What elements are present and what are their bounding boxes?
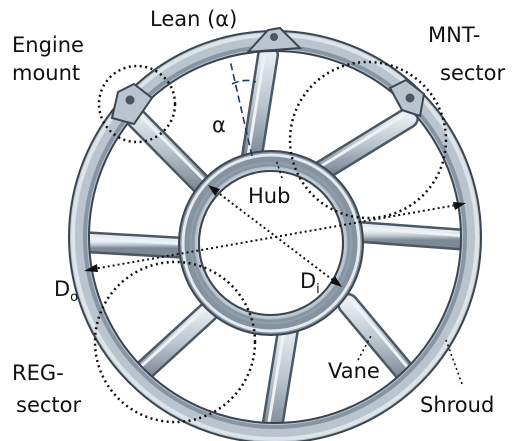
mnt-sector-label-line1: MNT- — [428, 23, 480, 47]
mnt-sector-label-line2: sector — [440, 61, 505, 85]
lean-angle-guide — [229, 59, 257, 157]
reg-sector-circle — [93, 260, 257, 424]
labels: Lean (α) α Engine mount MNT- sector Hub … — [12, 7, 505, 417]
inner-diameter-label: Di — [300, 269, 320, 297]
lean-label: Lean (α) — [150, 7, 237, 31]
shroud-label: Shroud — [420, 393, 494, 417]
hub — [178, 150, 364, 336]
outer-diameter-label: Do — [54, 277, 78, 305]
diameter-arrows — [87, 187, 463, 285]
engine-mount-label-line1: Engine — [12, 33, 84, 57]
hub-label: Hub — [248, 184, 290, 208]
mnt-sector-circle — [288, 60, 448, 220]
inner-diameter-line — [211, 187, 339, 285]
reg-sector-label-line2: sector — [16, 393, 81, 417]
leader-lines — [275, 159, 463, 385]
outer-diameter-line — [87, 203, 463, 271]
diameter-arrowheads — [84, 185, 466, 287]
vane-label: Vane — [328, 359, 380, 383]
alpha-label: α — [212, 113, 226, 137]
reg-sector-label-line1: REG- — [12, 361, 64, 385]
engine-mount-circle — [97, 64, 177, 144]
engine-mount-label-line2: mount — [12, 61, 80, 85]
vanes — [71, 44, 479, 439]
engine-mount-lugs — [110, 26, 426, 126]
sector-circles — [93, 60, 448, 424]
